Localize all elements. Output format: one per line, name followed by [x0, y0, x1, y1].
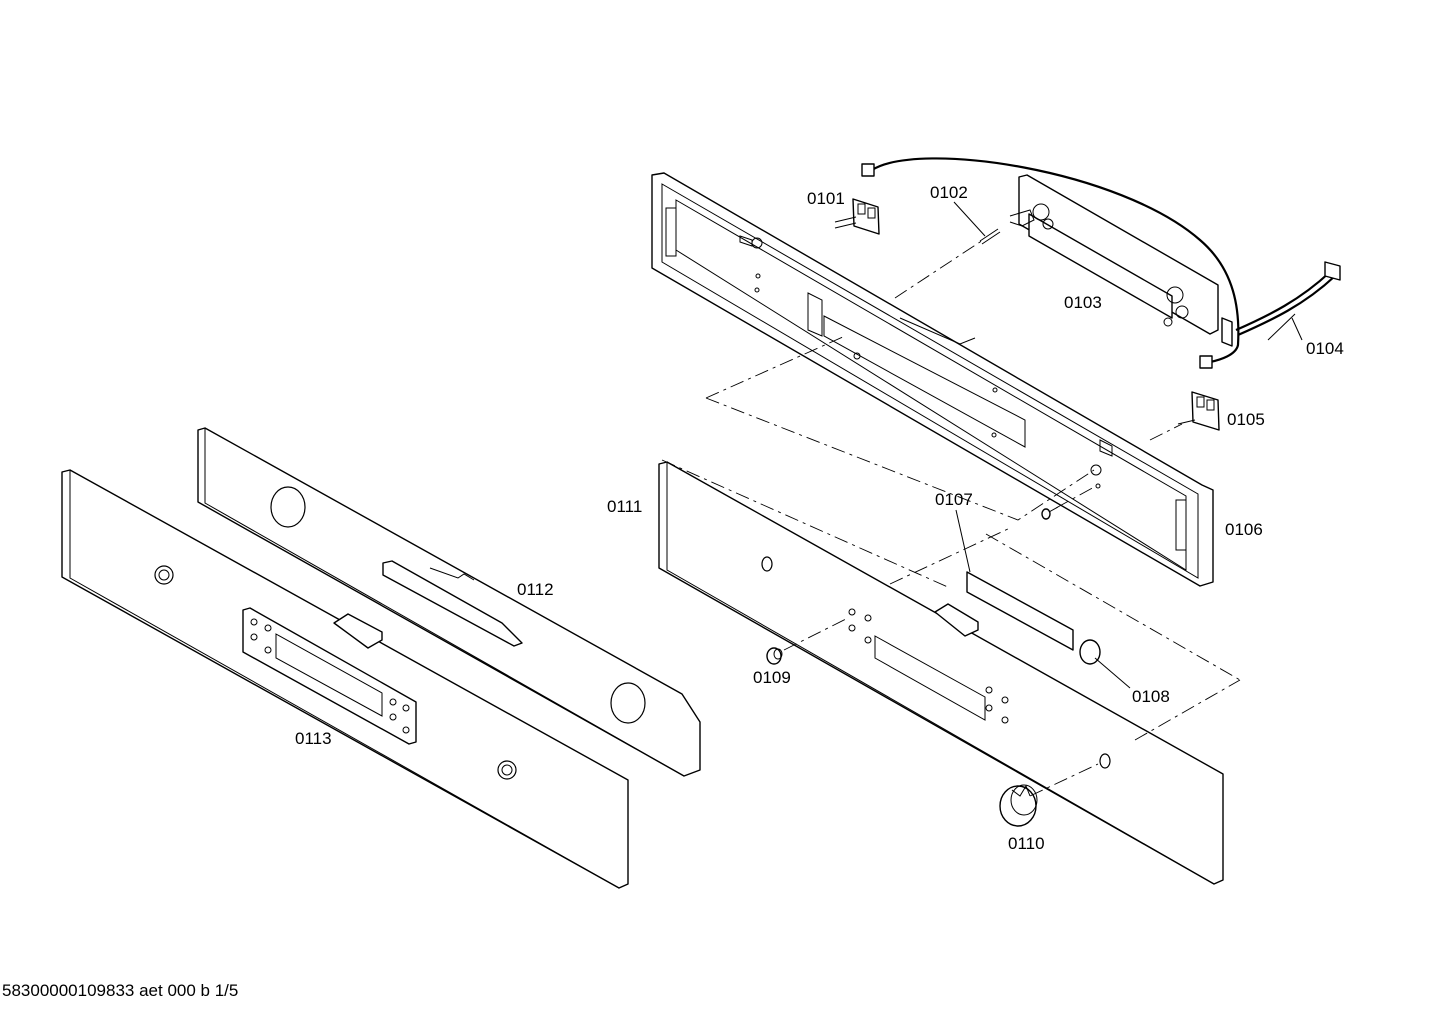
part-0102-pin: [979, 228, 1001, 245]
leader-lines: [953, 201, 1303, 689]
callout-0101: 0101: [807, 189, 845, 208]
callout-0105: 0105: [1227, 410, 1265, 429]
part-0112-inner-panel: [197, 427, 701, 777]
part-0107-display-window: [966, 571, 1074, 651]
part-0106-rear-frame: [651, 172, 1214, 587]
callout-0106: 0106: [1225, 520, 1263, 539]
callout-0108: 0108: [1132, 687, 1170, 706]
callout-0110: 0110: [1008, 834, 1045, 853]
part-0113-front-panel: [61, 469, 629, 889]
part-0101-switch: [834, 198, 880, 235]
part-0110-knob: [999, 784, 1038, 827]
callout-0103: 0103: [1064, 293, 1102, 312]
drawing-reference-number: 58300000109833 aet 000 b 1/5: [2, 981, 239, 1000]
part-0109-button: [766, 647, 783, 665]
part-0104-wiring-harness: [861, 157, 1341, 369]
part-0111-fascia-panel: [658, 461, 1224, 885]
callout-0112: 0112: [517, 580, 554, 599]
callout-0104: 0104: [1306, 339, 1344, 358]
assembly-lines: [661, 239, 1241, 797]
callout-0109: 0109: [753, 668, 791, 687]
callout-0102: 0102: [930, 183, 968, 202]
part-0103-module: [1009, 174, 1219, 335]
callout-0113: 0113: [295, 729, 332, 748]
callout-0107: 0107: [935, 490, 973, 509]
part-0105-switch: [1177, 391, 1220, 431]
screw-part: [1041, 506, 1059, 520]
callout-0111: 0111: [607, 497, 642, 516]
part-0108-lens: [1079, 639, 1101, 665]
